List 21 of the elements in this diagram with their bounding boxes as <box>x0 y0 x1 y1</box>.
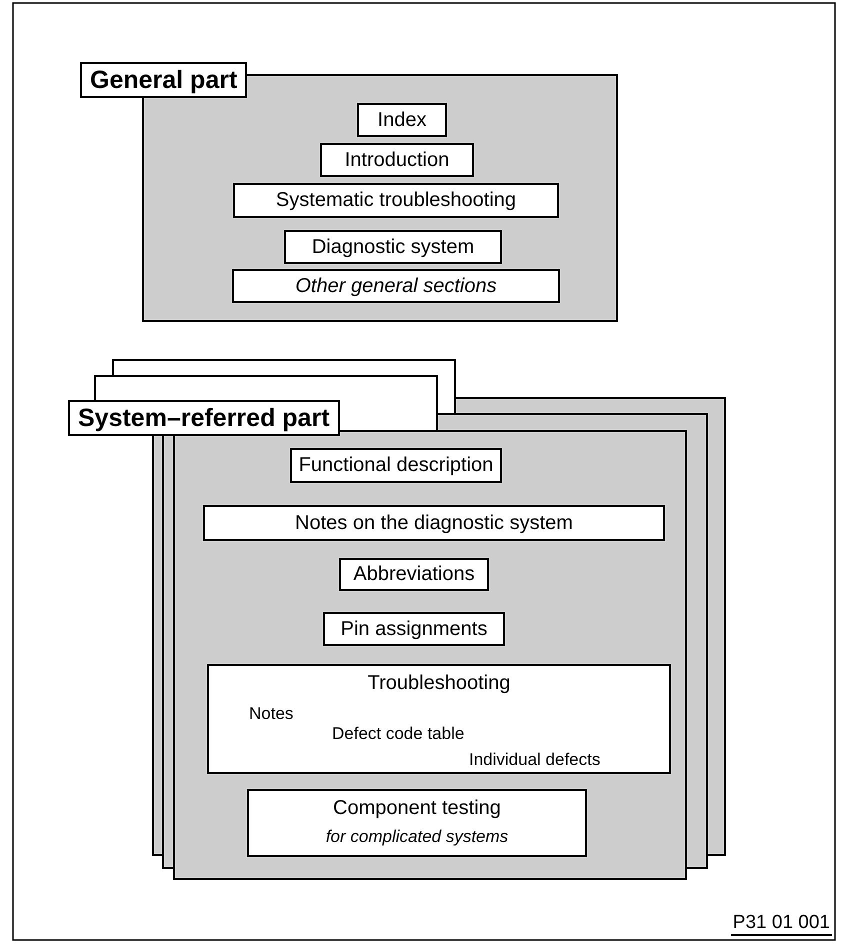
section-box: Other general sections <box>232 269 560 303</box>
section-box: Diagnostic system <box>284 230 502 264</box>
section-box: Abbreviations <box>339 558 489 591</box>
box-item: Individual defects <box>469 750 600 770</box>
box-item: Defect code table <box>332 724 464 744</box>
box-item: Notes <box>249 704 294 724</box>
box-title: Troubleshooting <box>366 672 512 695</box>
section-heading: General part <box>80 62 248 98</box>
section-box: Index <box>357 103 447 137</box>
box-title: Component testing <box>332 797 502 820</box>
section-box <box>247 789 587 857</box>
section-heading: System–referred part <box>68 400 340 436</box>
section-box: Pin assignments <box>323 612 505 646</box>
section-box: Notes on the diagnostic system <box>203 505 665 541</box>
section-box: Introduction <box>320 143 474 177</box>
figure-number: P31 01 001 <box>730 912 832 936</box>
section-box: Systematic troubleshooting <box>233 183 559 218</box>
section-box <box>207 664 671 774</box>
box-item: for complicated systems <box>324 827 510 847</box>
section-box: Functional description <box>290 448 502 483</box>
section-panel <box>173 430 687 880</box>
